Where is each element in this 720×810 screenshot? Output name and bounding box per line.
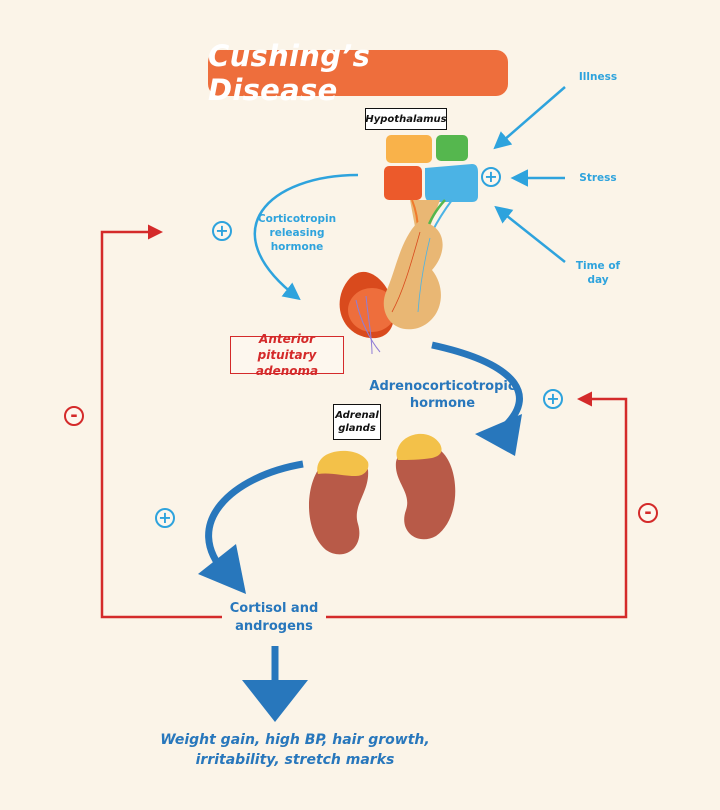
negative-feedback-left <box>100 224 222 619</box>
cortisol-label: Cortisol and androgens <box>229 601 319 634</box>
pituitary-illustration <box>339 222 443 355</box>
adrenal-glands-label: Adrenal glands <box>333 404 381 440</box>
time-of-day-label: Time of day <box>575 260 621 286</box>
hypothalamus-label: Hypothalamus <box>365 108 447 130</box>
crh-label: Corticotropin releasing hormone <box>257 213 337 253</box>
plus-sign-cortisol: + <box>155 508 175 528</box>
plus-sign-acth: + <box>543 389 563 409</box>
title-banner: Cushing’s Disease <box>208 39 508 107</box>
kidneys-illustration <box>308 433 456 555</box>
crh-arrow <box>253 173 359 301</box>
stimulus-arrows <box>493 86 566 263</box>
hypothalamus-illustration <box>384 135 478 233</box>
acth-arrow <box>431 341 523 456</box>
illness-label: Illness <box>578 71 618 83</box>
cortisol-arrow <box>198 460 304 594</box>
plus-sign-hypothalamus: + <box>481 167 501 187</box>
minus-sign-right: - <box>638 503 658 523</box>
adenoma-label: Anterior pituitary adenoma <box>230 332 344 378</box>
acth-label: Adrenocorticotropic hormone <box>369 379 516 411</box>
negative-feedback-right <box>326 391 628 619</box>
minus-sign-left: - <box>64 406 84 426</box>
stress-label: Stress <box>579 172 617 184</box>
outcome-label: Weight gain, high BP, hair growth, irrit… <box>160 732 430 768</box>
page-title: Cushing’s Disease <box>208 39 371 107</box>
outcome-arrow <box>242 646 308 722</box>
plus-sign-crh: + <box>212 221 232 241</box>
